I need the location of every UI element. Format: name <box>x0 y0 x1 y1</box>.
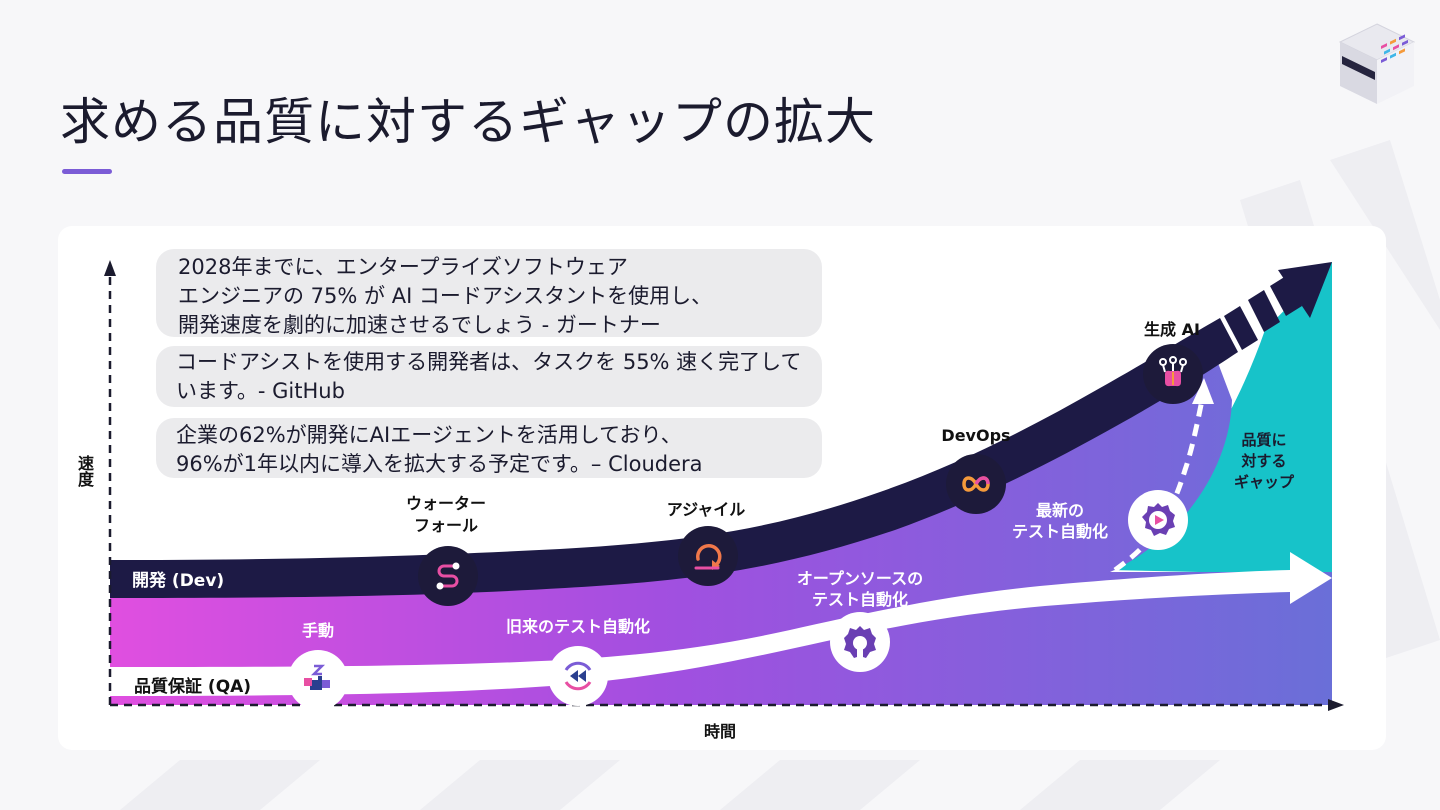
label-line: テスト自動化 <box>811 590 908 609</box>
milestone-label-legacy-automation: 旧来のテスト自動化 <box>505 617 650 636</box>
qa-band-label: 品質保証 (QA) <box>134 677 252 697</box>
label-line: ウォーター <box>405 494 486 513</box>
open-source-node <box>830 612 890 672</box>
x-axis-arrow <box>1328 699 1344 711</box>
milestone-label-genai: 生成 AI <box>1144 320 1200 339</box>
quote-line: います。- GitHub <box>176 379 345 403</box>
legacy-automation-node <box>548 646 608 706</box>
rewind-icon <box>548 646 608 706</box>
title-underline <box>62 169 112 174</box>
genai-node <box>1143 344 1203 404</box>
workflow-icon <box>418 546 478 606</box>
x-axis-label: 時間 <box>703 722 736 741</box>
milestone-label-devops: DevOps <box>941 426 1011 445</box>
agile-loop-icon <box>678 526 738 586</box>
quote-line: 96%が1年以内に導入を拡大する予定です。– Cloudera <box>176 452 703 476</box>
gap-label-line: 品質に <box>1241 431 1287 449</box>
quote-line: エンジニアの 75% が AI コードアシスタントを使用し、 <box>178 284 713 308</box>
devops-infinity-icon <box>946 454 1006 514</box>
quality-gap-label: 品質に 対する ギャップ <box>1222 430 1306 493</box>
milestone-label-modern-automation: 最新の テスト自動化 <box>1000 500 1120 542</box>
quote-gartner: 2028年までに、エンタープライズソフトウェア エンジニアの 75% が AI … <box>156 249 822 337</box>
quote-github: コードアシストを使用する開発者は、タスクを 55% 速く完了して います。- G… <box>156 346 822 407</box>
qa-arrow-head <box>1290 552 1332 604</box>
gap-label-line: ギャップ <box>1233 473 1294 491</box>
quote-line: 2028年までに、エンタープライズソフトウェア <box>178 255 628 279</box>
milestone-label-manual: 手動 <box>301 621 334 640</box>
devops-node <box>946 454 1006 514</box>
quote-cloudera: 企業の62%が開発にAIエージェントを活用しており、 96%が1年以内に導入を拡… <box>156 418 822 478</box>
y-axis-label: 速度 <box>75 455 94 487</box>
quote-line: 企業の62%が開発にAIエージェントを活用しており、 <box>176 423 682 447</box>
ai-brain-icon <box>1143 344 1203 404</box>
milestone-label-agile: アジャイル <box>666 500 746 519</box>
quote-line: コードアシストを使用する開発者は、タスクを 55% 速く完了して <box>176 350 802 374</box>
dev-band <box>110 318 1238 598</box>
modern-automation-node <box>1128 490 1188 550</box>
gap-label-line: 対する <box>1241 452 1287 470</box>
brand-logo-icon <box>1338 23 1416 104</box>
label-line: テスト自動化 <box>1011 522 1108 541</box>
manual-node <box>288 650 348 710</box>
automation-gear-play-icon <box>1128 490 1188 550</box>
waterfall-node <box>418 546 478 606</box>
dev-qa-gradient-area <box>110 355 1332 705</box>
quality-gap-area <box>1110 262 1332 575</box>
label-line: 最新の <box>1035 501 1084 520</box>
milestone-label-open-source: オープンソースの テスト自動化 <box>780 568 940 610</box>
manual-hand-icon <box>288 650 348 710</box>
open-source-icon <box>830 612 890 672</box>
quote-line: 開発速度を劇的に加速させるでしょう - ガートナー <box>178 313 661 337</box>
dev-band-label: 開発 (Dev) <box>132 571 225 591</box>
label-line: オープンソースの <box>796 569 924 588</box>
milestone-label-waterfall: ウォーター フォール <box>396 493 496 537</box>
label-line: フォール <box>413 516 478 535</box>
page-title: 求める品質に対するギャップの拡大 <box>60 93 876 151</box>
qa-band <box>110 570 1290 696</box>
y-axis-arrow <box>104 260 116 276</box>
agile-node <box>678 526 738 586</box>
